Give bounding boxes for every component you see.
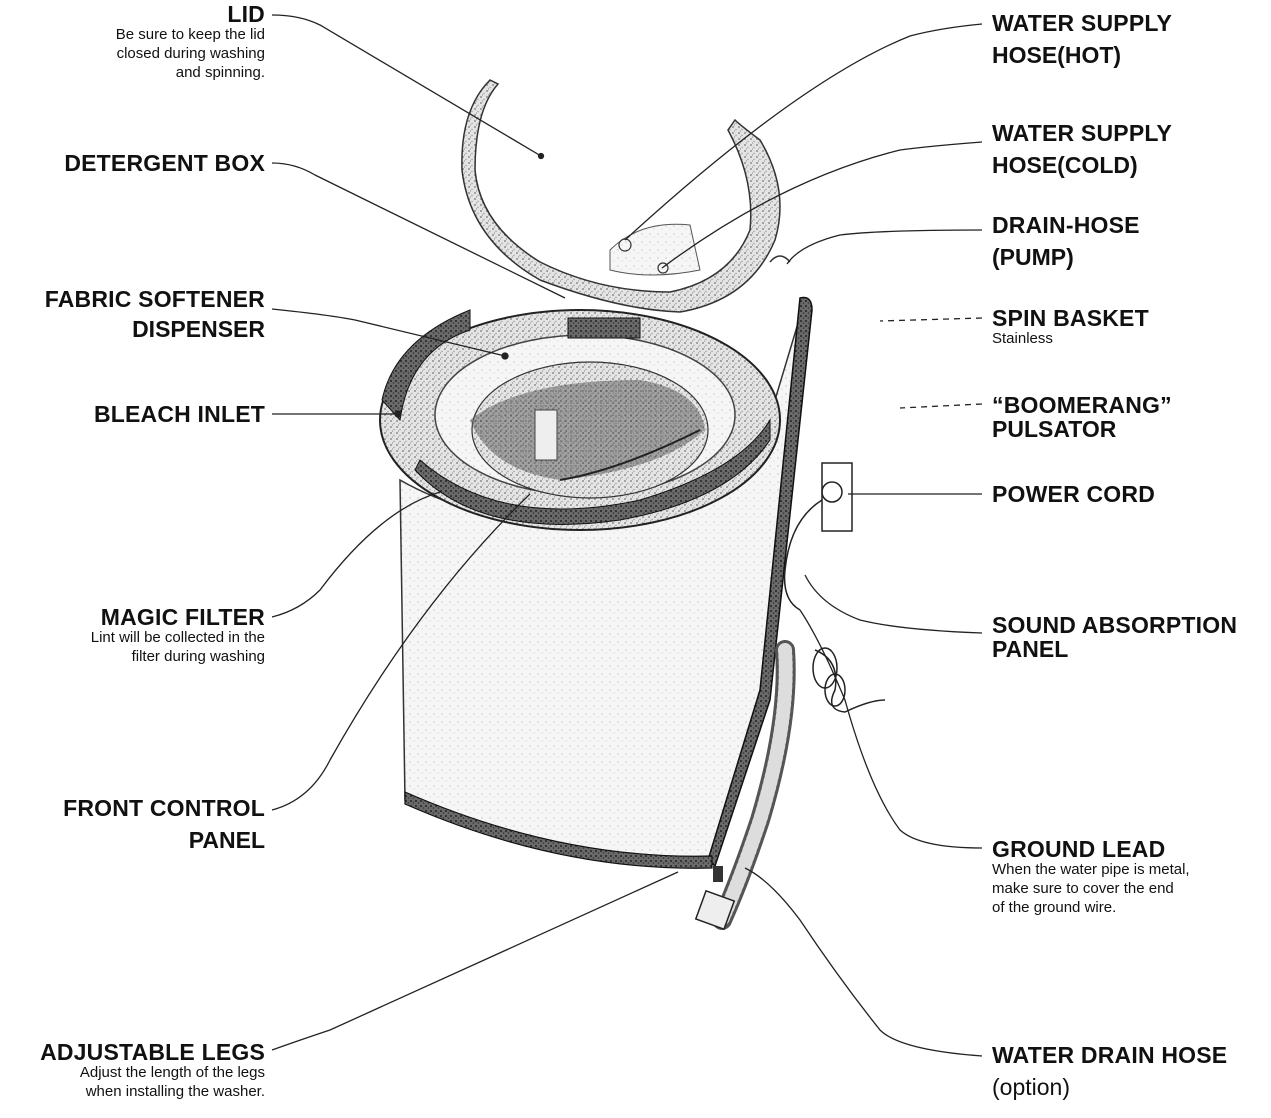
leader-water-supply-cold bbox=[662, 142, 982, 268]
water-supply-hot-title-line1: WATER SUPPLY bbox=[992, 11, 1172, 35]
pulsator-title-line2: PULSATOR bbox=[992, 417, 1172, 441]
lid-title: LID bbox=[116, 2, 265, 26]
ground-lead-note-line1: When the water pipe is metal, bbox=[992, 861, 1190, 880]
label-spin-basket: SPIN BASKET Stainless bbox=[992, 306, 1149, 349]
pulsator-title-line1: “BOOMERANG” bbox=[992, 393, 1172, 417]
water-drain-hose-note: (option) bbox=[992, 1075, 1227, 1099]
lid-note-line3: and spinning. bbox=[116, 64, 265, 83]
leader-pulsator bbox=[900, 404, 982, 408]
label-detergent-box: DETERGENT BOX bbox=[64, 151, 265, 175]
adjustable-legs-note-line2: when installing the washer. bbox=[40, 1083, 265, 1102]
label-power-cord: POWER CORD bbox=[992, 482, 1155, 506]
label-adjustable-legs: ADJUSTABLE LEGS Adjust the length of the… bbox=[40, 1040, 265, 1102]
spin-basket-note: Stainless bbox=[992, 330, 1149, 349]
ground-lead-note-line3: of the ground wire. bbox=[992, 899, 1190, 918]
label-water-supply-cold: WATER SUPPLY HOSE(COLD) bbox=[992, 121, 1172, 177]
detergent-box-title: DETERGENT BOX bbox=[64, 151, 265, 175]
drain-hose-pump-title-line1: DRAIN-HOSE bbox=[992, 213, 1140, 237]
leader-spin-basket bbox=[880, 318, 982, 321]
label-lid: LID Be sure to keep the lid closed durin… bbox=[116, 2, 265, 82]
spin-basket bbox=[470, 362, 708, 498]
leader-lid bbox=[272, 15, 541, 156]
leader-water-drain-hose bbox=[745, 868, 982, 1056]
leader-detergent-box bbox=[272, 163, 565, 298]
washer-lid bbox=[462, 80, 790, 312]
water-supply-hot-title-line2: HOSE(HOT) bbox=[992, 43, 1172, 67]
power-cord-title: POWER CORD bbox=[992, 482, 1155, 506]
leader-ground-lead bbox=[800, 610, 982, 848]
label-fabric-softener: FABRIC SOFTENER DISPENSER bbox=[45, 287, 265, 341]
leader-drain-hose-pump bbox=[787, 230, 982, 264]
label-front-control-panel: FRONT CONTROL PANEL bbox=[63, 796, 265, 852]
adjustable-legs-note-line1: Adjust the length of the legs bbox=[40, 1064, 265, 1083]
label-bleach-inlet: BLEACH INLET bbox=[94, 402, 265, 426]
water-drain-hose-title: WATER DRAIN HOSE bbox=[992, 1043, 1227, 1067]
bleach-inlet-title: BLEACH INLET bbox=[94, 402, 265, 426]
sound-absorption-title-line1: SOUND ABSORPTION bbox=[992, 613, 1237, 637]
fabric-softener-title-line1: FABRIC SOFTENER bbox=[45, 287, 265, 311]
magic-filter-note-line1: Lint will be collected in the bbox=[91, 629, 265, 648]
drain-hose-pump-title-line2: (PUMP) bbox=[992, 245, 1140, 269]
label-magic-filter: MAGIC FILTER Lint will be collected in t… bbox=[91, 605, 265, 667]
label-drain-hose-pump: DRAIN-HOSE (PUMP) bbox=[992, 213, 1140, 269]
leader-water-supply-hot bbox=[625, 24, 982, 240]
spin-basket-title: SPIN BASKET bbox=[992, 306, 1149, 330]
lid-note-line2: closed during washing bbox=[116, 45, 265, 64]
power-outlet bbox=[785, 463, 852, 610]
leader-adjustable-legs bbox=[272, 872, 678, 1050]
water-supply-cold-title-line1: WATER SUPPLY bbox=[992, 121, 1172, 145]
label-sound-absorption: SOUND ABSORPTION PANEL bbox=[992, 613, 1237, 661]
front-control-title-line1: FRONT CONTROL bbox=[63, 796, 265, 820]
ground-lead-coil bbox=[813, 648, 885, 712]
fabric-softener-title-line2: DISPENSER bbox=[45, 317, 265, 341]
label-water-drain-hose: WATER DRAIN HOSE (option) bbox=[992, 1043, 1227, 1099]
lid-note-line1: Be sure to keep the lid bbox=[116, 26, 265, 45]
water-supply-cold-title-line2: HOSE(COLD) bbox=[992, 153, 1172, 177]
ground-lead-title: GROUND LEAD bbox=[992, 837, 1190, 861]
label-pulsator: “BOOMERANG” PULSATOR bbox=[992, 393, 1172, 441]
magic-filter-title: MAGIC FILTER bbox=[91, 605, 265, 629]
detergent-box-part bbox=[568, 318, 640, 338]
label-water-supply-hot: WATER SUPPLY HOSE(HOT) bbox=[992, 11, 1172, 67]
ground-lead-note-line2: make sure to cover the end bbox=[992, 880, 1190, 899]
front-control-title-line2: PANEL bbox=[63, 828, 265, 852]
adjustable-legs-title: ADJUSTABLE LEGS bbox=[40, 1040, 265, 1064]
label-ground-lead: GROUND LEAD When the water pipe is metal… bbox=[992, 837, 1190, 917]
magic-filter-note-line2: filter during washing bbox=[91, 648, 265, 667]
sound-absorption-title-line2: PANEL bbox=[992, 637, 1237, 661]
leader-sound-absorption bbox=[805, 575, 982, 633]
